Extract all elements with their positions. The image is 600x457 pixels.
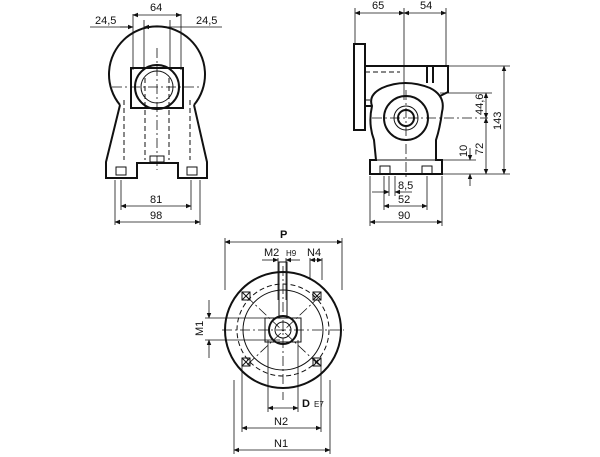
label-m2: M2 <box>264 247 279 259</box>
label-h9: H9 <box>286 249 297 258</box>
side-view: 65 54 44,6 143 72 10 <box>353 0 510 226</box>
dim-front-24-5-left: 24,5 <box>95 15 116 27</box>
dim-front-64: 64 <box>150 2 162 14</box>
dim-side-54: 54 <box>420 0 432 12</box>
dim-side-8-5: 8,5 <box>398 180 413 192</box>
label-d: D <box>302 398 310 410</box>
dim-side-72: 72 <box>474 143 486 155</box>
dim-side-143: 143 <box>492 112 504 130</box>
label-e7: E7 <box>314 400 324 409</box>
label-n4: N4 <box>307 247 321 259</box>
dim-side-44-6: 44,6 <box>474 94 486 115</box>
dim-front-24-5-right: 24,5 <box>196 15 217 27</box>
dim-side-65: 65 <box>372 0 384 12</box>
front-view: 64 24,5 24,5 81 98 <box>90 2 222 225</box>
label-m1: M1 <box>194 321 206 336</box>
dim-front-98: 98 <box>150 210 162 222</box>
bolt-hole-bottom-right <box>312 357 322 367</box>
dim-side-10: 10 <box>458 145 470 157</box>
dim-side-52: 52 <box>398 194 410 206</box>
label-p: P <box>280 229 287 241</box>
dim-side-90: 90 <box>398 210 410 222</box>
bolt-hole-bottom-left <box>241 357 251 367</box>
bolt-hole-top-right <box>312 291 322 301</box>
label-n1: N1 <box>274 438 288 450</box>
dim-front-81: 81 <box>150 194 162 206</box>
flange-view: P M2 H9 N4 M1 <box>194 229 344 454</box>
label-n2: N2 <box>274 416 288 428</box>
